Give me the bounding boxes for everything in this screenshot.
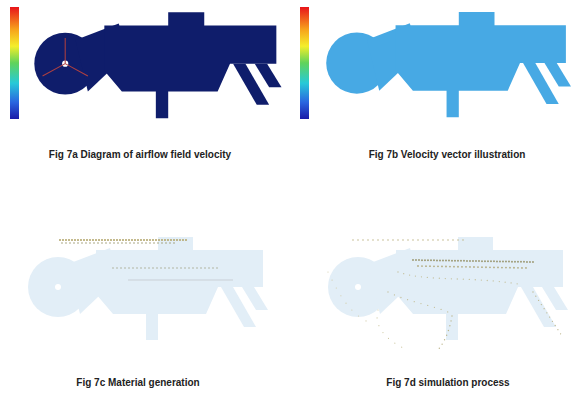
screen-line bbox=[128, 280, 233, 281]
machine-outline bbox=[328, 237, 568, 340]
streamline bbox=[542, 64, 566, 86]
streamline bbox=[344, 50, 371, 77]
particle-trail bbox=[533, 292, 562, 336]
fan-field bbox=[34, 33, 96, 95]
figure-caption: Fig 7c Material generation bbox=[76, 377, 199, 389]
fan-blade bbox=[43, 64, 66, 76]
color-bar bbox=[10, 7, 19, 119]
particle-row bbox=[413, 260, 533, 262]
vector-field bbox=[326, 12, 571, 117]
fan-blade bbox=[65, 38, 66, 64]
streamline bbox=[383, 49, 571, 64]
panel-b bbox=[300, 7, 571, 119]
streamline bbox=[413, 63, 535, 78]
fan-hub bbox=[355, 284, 361, 290]
streamline bbox=[379, 39, 571, 56]
particle-row bbox=[418, 266, 528, 268]
streamline bbox=[438, 68, 509, 74]
fan-blade bbox=[65, 64, 88, 76]
panel-a bbox=[10, 7, 282, 119]
machine-outline bbox=[28, 237, 268, 340]
machine-outline bbox=[326, 12, 571, 117]
particles bbox=[328, 240, 562, 350]
particle-row bbox=[353, 239, 468, 241]
particle-trail bbox=[398, 272, 518, 284]
velocity-contours bbox=[34, 28, 274, 95]
particle-trail bbox=[388, 292, 448, 312]
panel-d bbox=[328, 237, 568, 350]
particle-row bbox=[113, 267, 218, 269]
particle-row bbox=[62, 242, 178, 244]
color-bar bbox=[300, 7, 309, 119]
particle-trail bbox=[328, 272, 368, 322]
fan-blades bbox=[43, 38, 88, 76]
panel-c bbox=[28, 237, 268, 340]
velocity-contour bbox=[113, 36, 142, 52]
streamline bbox=[336, 43, 377, 84]
figure-caption: Fig 7a Diagram of airflow field velocity bbox=[49, 149, 231, 161]
particle-row bbox=[60, 239, 188, 241]
fan-field bbox=[81, 38, 101, 65]
particle-trail bbox=[438, 316, 452, 350]
particle-trail bbox=[377, 310, 408, 350]
streamline bbox=[350, 56, 364, 70]
fan-hub bbox=[55, 284, 61, 290]
streamline bbox=[330, 37, 383, 90]
velocity-contour bbox=[148, 28, 230, 49]
velocity-contour bbox=[104, 28, 174, 57]
velocity-field bbox=[34, 12, 281, 118]
streamlines bbox=[330, 19, 571, 114]
streamline bbox=[387, 56, 571, 70]
machine-outline bbox=[34, 12, 281, 118]
streamline bbox=[418, 82, 453, 114]
figure-caption: Fig 7b Velocity vector illustration bbox=[369, 149, 526, 161]
streamline bbox=[398, 19, 495, 35]
streamline bbox=[428, 36, 566, 55]
streamline bbox=[375, 29, 571, 47]
velocity-contour bbox=[217, 30, 275, 46]
streamline bbox=[520, 64, 553, 104]
figure-caption: Fig 7d simulation process bbox=[386, 377, 509, 389]
